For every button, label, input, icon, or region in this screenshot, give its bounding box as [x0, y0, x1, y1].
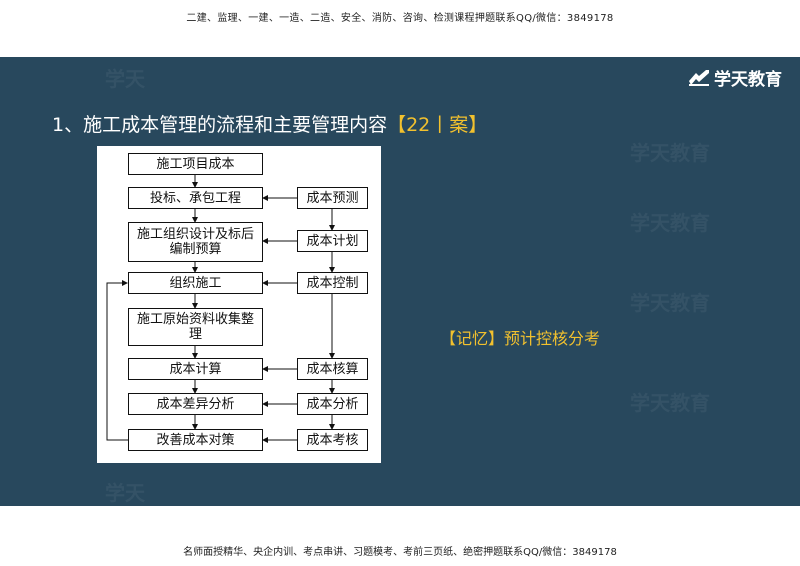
watermark: 学天教育: [630, 211, 710, 235]
watermark: 学天: [105, 67, 145, 91]
flowchart: 施工项目成本 投标、承包工程 施工组织设计及标后编制预算 组织施工 施工原始资料…: [97, 146, 381, 463]
flow-box-cost-plan: 成本计划: [297, 230, 368, 252]
top-banner: 二建、监理、一建、一造、二造、安全、消防、咨询、检测课程押题联系QQ/微信：38…: [0, 0, 800, 57]
top-banner-text: 二建、监理、一建、一造、二造、安全、消防、咨询、检测课程押题联系QQ/微信：38…: [186, 13, 614, 24]
flow-box-cost-assessment: 成本考核: [297, 429, 368, 451]
logo-icon: [689, 69, 709, 86]
bottom-banner-text: 名师面授精华、央企内训、考点串讲、习题模考、考前三页纸、绝密押题联系QQ/微信：…: [183, 547, 617, 558]
title-tag: 【22丨案】: [387, 114, 488, 136]
flow-box-cost-analysis: 成本分析: [297, 393, 368, 415]
flow-step-improvement-measures: 改善成本对策: [128, 429, 263, 451]
flow-step-design-budget: 施工组织设计及标后编制预算: [128, 222, 263, 262]
flow-step-cost-calculation: 成本计算: [128, 358, 263, 380]
watermark: 学天教育: [630, 291, 710, 315]
title-main: 1、施工成本管理的流程和主要管理内容: [52, 114, 388, 136]
watermark: 学天教育: [630, 391, 710, 415]
page-title: 1、施工成本管理的流程和主要管理内容【22丨案】: [52, 110, 487, 137]
watermark: 学天教育: [630, 141, 710, 165]
watermark: 学天: [105, 481, 145, 505]
flow-box-cost-accounting: 成本核算: [297, 358, 368, 380]
flow-step-variance-analysis: 成本差异分析: [128, 393, 263, 415]
flowchart-connectors: [106, 175, 335, 443]
logo-text: 学天教育: [714, 70, 782, 90]
flow-step-bidding: 投标、承包工程: [128, 187, 263, 209]
flow-step-project-cost: 施工项目成本: [128, 153, 263, 175]
flow-step-organize-construction: 组织施工: [128, 272, 263, 294]
memory-tip: 【记忆】预计控核分考: [440, 329, 601, 348]
flow-step-collect-data: 施工原始资料收集整理: [128, 308, 263, 346]
slide: 学天 学天教育 学天教育 学天教育 学天教育 学天 学天教育 1、施工成本管理的…: [0, 57, 800, 506]
flow-box-cost-forecast: 成本预测: [297, 187, 368, 209]
brand-logo: 学天教育: [688, 65, 782, 90]
flow-box-cost-control: 成本控制: [297, 272, 368, 294]
